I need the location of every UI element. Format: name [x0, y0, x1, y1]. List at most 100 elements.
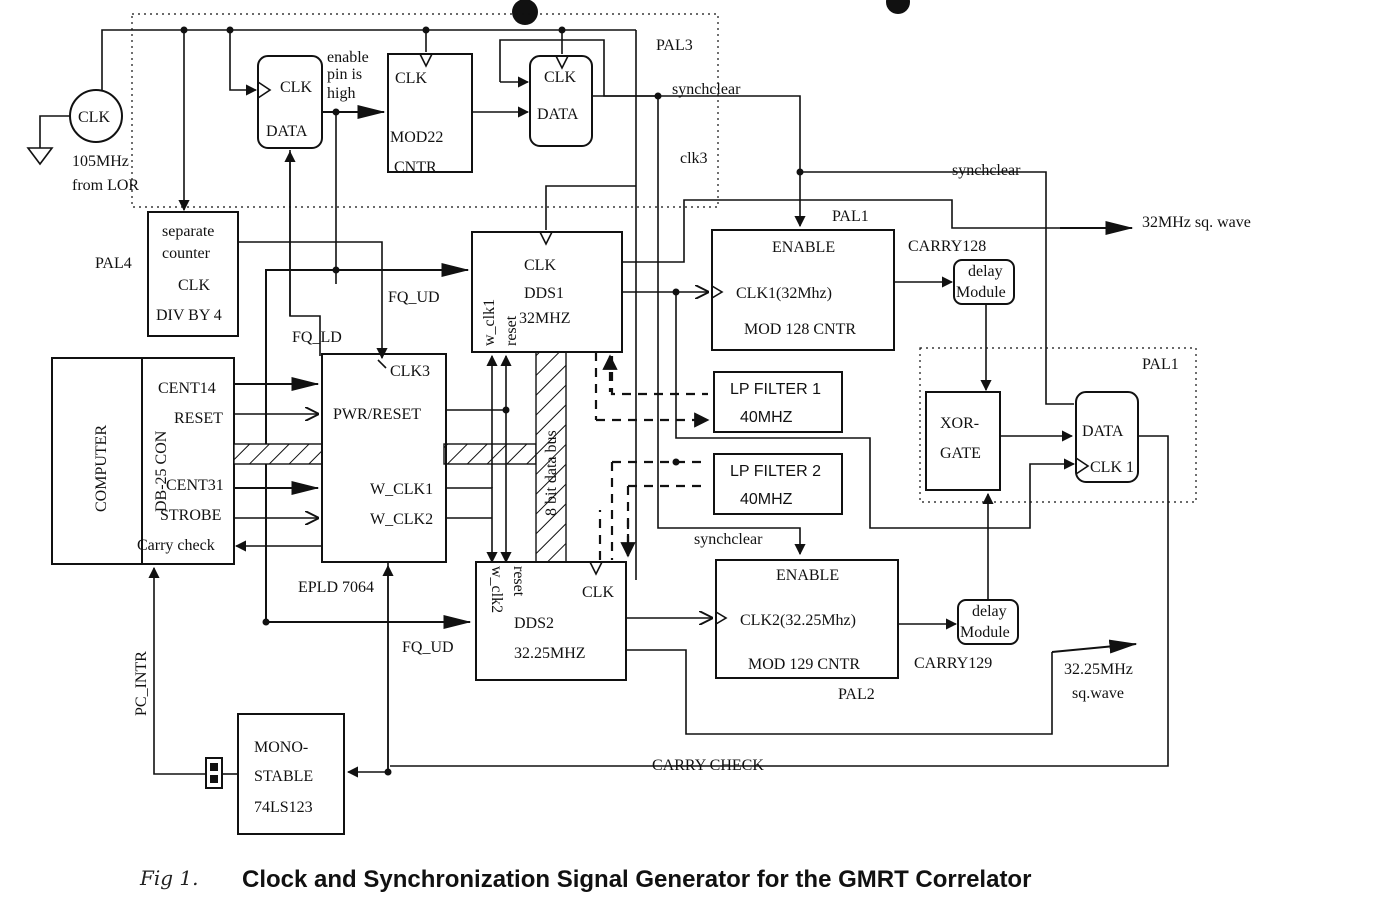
- dds2-clk-triangle: [589, 561, 603, 576]
- synchclear-ff-wire: [800, 171, 1074, 405]
- synchclear-pal2-wire: [657, 96, 806, 556]
- xor-gate-1: XOR-: [940, 415, 979, 432]
- mod22-name: MOD22: [390, 129, 443, 146]
- pal2-clk2: CLK2(32.25Mhz): [740, 612, 856, 629]
- ground-wire: [39, 115, 70, 148]
- pc-intr-wire: [148, 566, 206, 775]
- dds1-out-wire: [622, 199, 1128, 263]
- delay2-line2: Module: [960, 624, 1010, 641]
- dds2-clk: CLK: [582, 584, 614, 601]
- ff2-clk: CLK: [544, 69, 576, 86]
- carry129-label: CARRY129: [914, 655, 992, 672]
- dds2-box: [475, 561, 627, 681]
- ink-blot: [512, 0, 538, 25]
- ff1-clk: CLK: [280, 79, 312, 96]
- carry128-label: CARRY128: [908, 238, 986, 255]
- dds2-w-clk: w_clk2: [488, 566, 505, 613]
- delay1-line1: delay: [968, 263, 1003, 280]
- epld-clk3: CLK3: [390, 363, 430, 380]
- epld-w-clk2: W_CLK2: [370, 511, 433, 528]
- lp-filter-1: [713, 371, 843, 433]
- dds2-fq-ud: FQ_UD: [402, 639, 454, 656]
- enable-note-2: pin is: [327, 66, 362, 83]
- ff2-clk-triangle: [555, 55, 569, 70]
- pal2-label: PAL2: [838, 686, 875, 703]
- jumper-icon: [205, 757, 223, 789]
- synchclear-label-3: synchclear: [952, 162, 1021, 179]
- pal1-xor-region: [919, 347, 1197, 503]
- delay-module-1: [953, 259, 1015, 305]
- lp-filter-1-name: LP FILTER 1: [730, 381, 821, 398]
- output-3225-line1: 32.25MHz: [1064, 661, 1133, 678]
- pal3-ff1: [257, 55, 323, 149]
- mod22-sub: CNTR: [394, 159, 437, 176]
- lp-filter-2: [713, 453, 843, 515]
- pal3-region: [131, 13, 719, 208]
- clock-freq: 105MHz: [72, 153, 129, 170]
- pal4-label: PAL4: [95, 255, 132, 272]
- pal3-mod22-counter: [387, 53, 473, 173]
- dds1-w-clk: w_clk1: [481, 299, 498, 346]
- dds1-clk: CLK: [524, 257, 556, 274]
- data-bus-left: [233, 443, 323, 465]
- pal1-ff-data: DATA: [1082, 423, 1124, 440]
- output-3225-line2: sq.wave: [1072, 685, 1124, 702]
- monostable-line3: 74LS123: [254, 799, 313, 816]
- clk3-label: clk3: [680, 150, 708, 167]
- w-clk1-wire: [446, 487, 498, 564]
- carry-check-label: CARRY CHECK: [652, 757, 764, 774]
- epld-box: [321, 353, 447, 563]
- ff2-loop-wire: [499, 39, 658, 97]
- computer-label: COMPUTER: [93, 425, 110, 512]
- pal1-clk1: CLK1(32Mhz): [736, 285, 832, 302]
- signal-reset: RESET: [174, 410, 223, 427]
- data-bus-right: [443, 443, 537, 465]
- fq-ud-dds1-wire: [265, 263, 470, 622]
- dds1-clk-triangle: [539, 231, 553, 246]
- pal1-mod128-name: MOD 128 CNTR: [744, 321, 856, 338]
- pal1-enable: ENABLE: [772, 239, 835, 256]
- ff2-data: DATA: [537, 106, 579, 123]
- lp-filter-2-freq: 40MHZ: [740, 491, 793, 508]
- figure-number: Fig 1.: [140, 866, 199, 890]
- figure-title: Clock and Synchronization Signal Generat…: [242, 866, 1032, 893]
- mod22-clk-triangle: [419, 53, 433, 68]
- ink-blot: [886, 0, 910, 14]
- signal-strobe: STROBE: [160, 507, 221, 524]
- dds2-reset: reset: [510, 566, 527, 597]
- ground-icon: [26, 147, 54, 166]
- output-32mhz: 32MHz sq. wave: [1142, 214, 1251, 231]
- ff1-data: DATA: [266, 123, 308, 140]
- epld-label: EPLD 7064: [298, 579, 374, 596]
- pal4-line-4: DIV BY 4: [156, 307, 222, 324]
- xor-gate-2: GATE: [940, 445, 981, 462]
- pal2-enable: ENABLE: [776, 567, 839, 584]
- lp1-dashed-out: [594, 352, 708, 420]
- signal-carry-check: Carry check: [137, 537, 215, 554]
- clock-bus: [101, 29, 636, 90]
- enable-note-1: enable: [327, 49, 369, 66]
- enable-note-3: high: [327, 85, 355, 102]
- pal4-line-1: separate: [162, 223, 214, 240]
- fq-ld-wire: [289, 150, 321, 356]
- pal1-xor-label: PAL1: [1142, 356, 1179, 373]
- fq-ld-label: FQ_LD: [292, 329, 342, 346]
- pal4-to-epld-wire: [238, 241, 388, 360]
- ff1-clk-wire: [229, 30, 258, 96]
- pal2-mod129-name: MOD 129 CNTR: [748, 656, 860, 673]
- databus-label: 8 bit data bus: [543, 430, 560, 516]
- dds1-freq: 32MHZ: [519, 310, 571, 327]
- pal4-line-2: counter: [162, 245, 211, 262]
- pal3-label: PAL3: [656, 37, 693, 54]
- pal4-divider: [147, 211, 239, 337]
- pc-intr-label: PC_INTR: [133, 651, 150, 716]
- dds1-reset: reset: [503, 315, 520, 346]
- xor-gate: [925, 391, 1001, 491]
- epld-w-clk1: W_CLK1: [370, 481, 433, 498]
- dds1-fq-ud: FQ_UD: [388, 289, 440, 306]
- dds2-name: DDS2: [514, 615, 554, 632]
- clock-source-label: CLK: [78, 109, 110, 126]
- mod22-clk: CLK: [395, 70, 427, 87]
- lp2-dashed: [610, 460, 708, 560]
